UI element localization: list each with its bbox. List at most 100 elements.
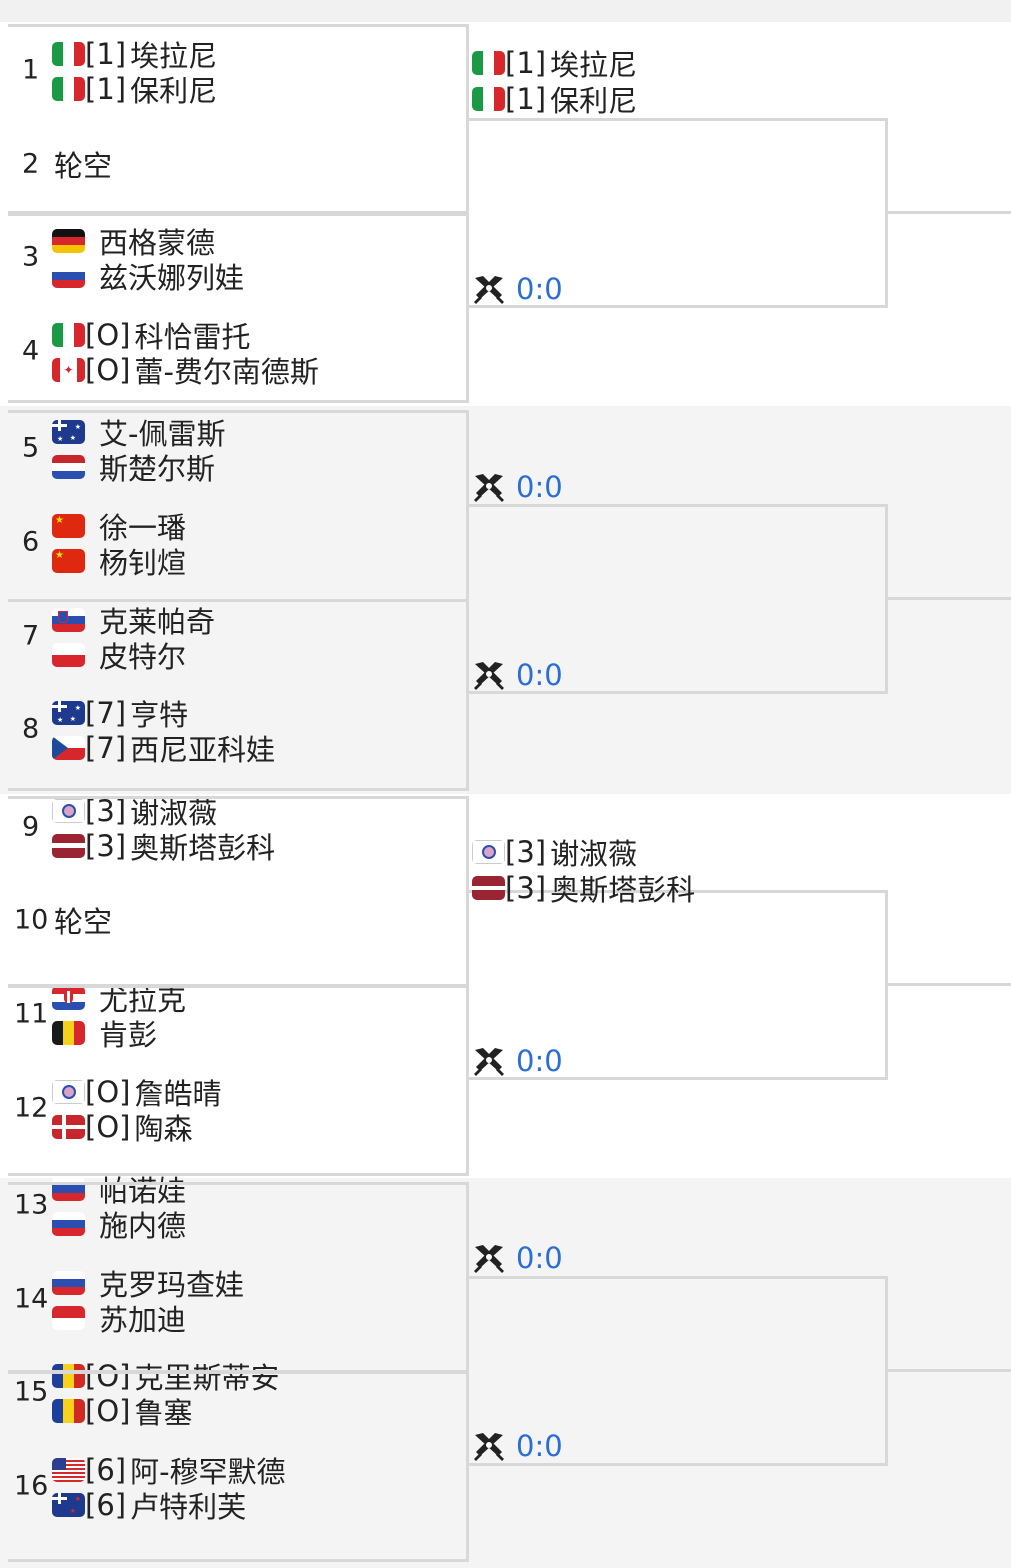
player-entry[interactable]: ★★★艾-佩雷斯 [52, 414, 225, 451]
player-name: 亨特 [130, 698, 189, 733]
player-entry[interactable]: 斯楚尔斯 [52, 449, 215, 486]
player-entry[interactable]: 施内德 [52, 1206, 186, 1243]
player-entry[interactable]: 克莱帕奇 [52, 602, 215, 639]
flag-cz-icon [52, 736, 85, 761]
slot-number: 5 [22, 432, 40, 464]
slot-number: 11 [14, 998, 49, 1030]
flag-it-icon [52, 322, 85, 347]
match-score[interactable]: 0:0 [472, 1240, 563, 1276]
slot-number: 13 [14, 1189, 49, 1221]
flag-si-icon [52, 607, 85, 632]
slot-number: 2 [22, 148, 40, 180]
player-name: 保利尼 [130, 74, 218, 108]
player-entry[interactable]: ★杨钊煊 [52, 543, 186, 580]
player-entry[interactable]: 皮特尔 [52, 637, 187, 674]
player-entry[interactable]: 尤拉克 [52, 980, 187, 1017]
match-score[interactable]: 0:0 [472, 1043, 563, 1079]
flag-tpe-icon [52, 798, 85, 823]
seed-label: [3] [85, 828, 127, 863]
advanced-player-entry[interactable]: [1]保利尼 [472, 81, 638, 118]
match-score[interactable]: 0:0 [472, 657, 563, 693]
flag-us-icon [52, 1458, 85, 1482]
player-entry[interactable]: 苏加迪 [52, 1300, 186, 1337]
player-entry[interactable]: [O]科恰雷托 [52, 317, 250, 354]
player-name: 克里斯蒂安 [134, 1361, 280, 1396]
player-entry[interactable]: [O]詹皓晴 [52, 1074, 222, 1111]
player-name: 皮特尔 [99, 639, 187, 674]
advanced-player-entry[interactable]: [3]奥斯塔彭科 [472, 870, 695, 907]
slot-number: 15 [14, 1376, 49, 1408]
player-entry[interactable]: ★★★[7]亨特 [52, 695, 189, 733]
player-entry[interactable]: [O]陶森 [52, 1109, 192, 1146]
score-text: 0:0 [516, 658, 563, 692]
seed-label: [1] [505, 82, 547, 116]
draw-slot: 16[6]阿-穆罕默德★★[6]卢特利芙 [8, 1440, 468, 1532]
bye-label: 轮空 [54, 148, 113, 183]
player-entry[interactable]: [O]克里斯蒂安 [52, 1358, 280, 1396]
draw-slot: 6 ★徐一璠★杨钊煊 [8, 496, 468, 588]
seed-label: [O] [85, 317, 131, 352]
player-name: 西尼亚科娃 [130, 733, 276, 768]
flag-tpe-icon [472, 840, 505, 864]
slot-number: 6 [22, 526, 40, 558]
player-entry[interactable]: [O]鲁塞 [52, 1393, 192, 1430]
flag-de-icon [52, 229, 85, 254]
flag-ro-icon [52, 1399, 85, 1424]
crossed-rackets-icon [474, 474, 504, 502]
player-name: 保利尼 [550, 84, 638, 118]
slot-number: 7 [22, 620, 40, 652]
player-entry[interactable]: [7]西尼亚科娃 [52, 730, 276, 768]
draw-slot: 4[O]科恰雷托✦[O]蕾-费尔南德斯 [8, 305, 468, 397]
player-name: 詹皓晴 [134, 1076, 222, 1111]
player-entry[interactable]: ★★[6]卢特利芙 [52, 1487, 247, 1524]
draw-slot: 1[1]埃拉尼[1]保利尼 [8, 24, 468, 116]
player-entry[interactable]: [1]埃拉尼 [52, 36, 217, 73]
player-name: 尤拉克 [99, 983, 187, 1017]
seed-label: [O] [85, 352, 131, 387]
player-entry[interactable]: ★徐一璠 [52, 508, 187, 545]
draw-slot: 11 尤拉克肯彭 [8, 968, 468, 1060]
seed-label: [6] [85, 1453, 127, 1487]
player-name: 西格蒙德 [99, 226, 216, 261]
flag-be-icon [52, 1021, 85, 1045]
advanced-player-entry[interactable]: [3]谢淑薇 [472, 834, 637, 871]
player-entry[interactable]: 肯彭 [52, 1015, 157, 1052]
match-score[interactable]: 0:0 [472, 1428, 563, 1464]
score-text: 0:0 [516, 1044, 563, 1078]
draw-slot: 12[O]詹皓晴[O]陶森 [8, 1062, 468, 1154]
seed-label: [O] [85, 1074, 131, 1109]
player-entry[interactable]: [1]保利尼 [52, 71, 218, 108]
score-text: 0:0 [516, 470, 563, 504]
flag-nl-icon [52, 455, 85, 480]
player-entry[interactable]: 克罗玛查娃 [52, 1265, 245, 1302]
match-score[interactable]: 0:0 [472, 271, 563, 307]
player-name: 徐一璠 [99, 511, 187, 545]
flag-it-icon [472, 51, 505, 75]
player-name: 卢特利芙 [130, 1490, 247, 1524]
player-entry[interactable]: 帕诺娃 [52, 1171, 186, 1208]
flag-nz-icon: ★★ [52, 1493, 85, 1517]
player-entry[interactable]: 西格蒙德 [52, 223, 216, 261]
player-entry[interactable]: [6]阿-穆罕默德 [52, 1452, 286, 1489]
flag-it-icon [52, 42, 85, 66]
player-name: 克罗玛查娃 [99, 1267, 245, 1302]
flag-ca-icon: ✦ [52, 357, 85, 382]
seed-label: [1] [85, 37, 127, 71]
flag-it-icon [52, 77, 85, 101]
bracket-connector [888, 211, 1011, 214]
flag-ro-icon [52, 1364, 85, 1389]
player-entry[interactable]: [3]奥斯塔彭科 [52, 828, 275, 865]
draw-slot: 2 轮空 [8, 118, 468, 210]
player-entry[interactable]: 兹沃娜列娃 [52, 258, 244, 295]
player-name: 埃拉尼 [550, 48, 638, 82]
match-score[interactable]: 0:0 [472, 469, 563, 505]
player-name: 阿-穆罕默德 [130, 1455, 286, 1489]
flag-tpe-icon [52, 1079, 85, 1104]
seed-label: [7] [85, 696, 127, 731]
player-entry[interactable]: ✦[O]蕾-费尔南德斯 [52, 352, 319, 389]
draw-slot: 8★★★[7]亨特[7]西尼亚科娃 [8, 683, 468, 775]
draw-slot: 7 克莱帕奇皮特尔 [8, 590, 468, 682]
advanced-player-entry[interactable]: [1]埃拉尼 [472, 45, 638, 82]
player-entry[interactable]: [3]谢淑薇 [52, 793, 217, 830]
